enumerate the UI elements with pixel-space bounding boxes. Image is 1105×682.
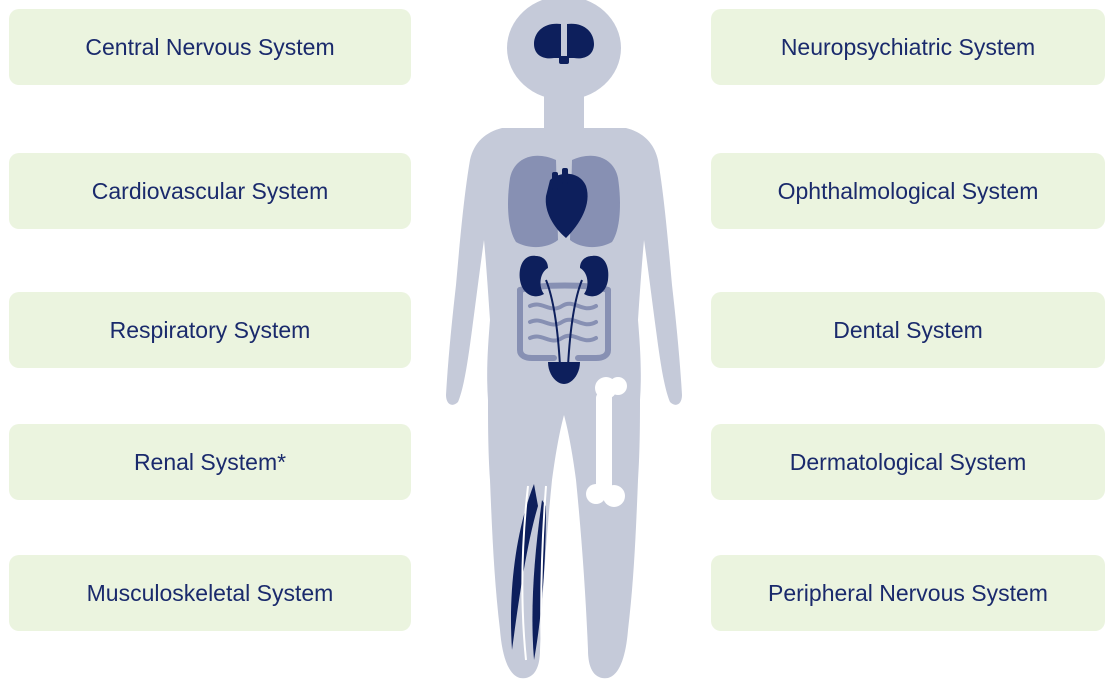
- dermatological-system-box: Dermatological System: [711, 424, 1105, 500]
- respiratory-system-box: Respiratory System: [9, 292, 411, 368]
- ophthalmological-system-box: Ophthalmological System: [711, 153, 1105, 229]
- human-body-figure: [430, 0, 700, 682]
- dermatological-system-label: Dermatological System: [790, 449, 1026, 476]
- central-nervous-system-label: Central Nervous System: [85, 34, 334, 61]
- neuropsychiatric-system-label: Neuropsychiatric System: [781, 34, 1035, 61]
- neuropsychiatric-system-box: Neuropsychiatric System: [711, 9, 1105, 85]
- cardiovascular-system-box: Cardiovascular System: [9, 153, 411, 229]
- renal-system-box: Renal System*: [9, 424, 411, 500]
- dental-system-box: Dental System: [711, 292, 1105, 368]
- ophthalmological-system-label: Ophthalmological System: [778, 178, 1039, 205]
- respiratory-system-label: Respiratory System: [110, 317, 311, 344]
- cardiovascular-system-label: Cardiovascular System: [92, 178, 328, 205]
- musculoskeletal-system-box: Musculoskeletal System: [9, 555, 411, 631]
- peripheral-nervous-system-label: Peripheral Nervous System: [768, 580, 1048, 607]
- renal-system-label: Renal System*: [134, 449, 286, 476]
- central-nervous-system-box: Central Nervous System: [9, 9, 411, 85]
- musculoskeletal-system-label: Musculoskeletal System: [87, 580, 334, 607]
- peripheral-nervous-system-box: Peripheral Nervous System: [711, 555, 1105, 631]
- dental-system-label: Dental System: [833, 317, 983, 344]
